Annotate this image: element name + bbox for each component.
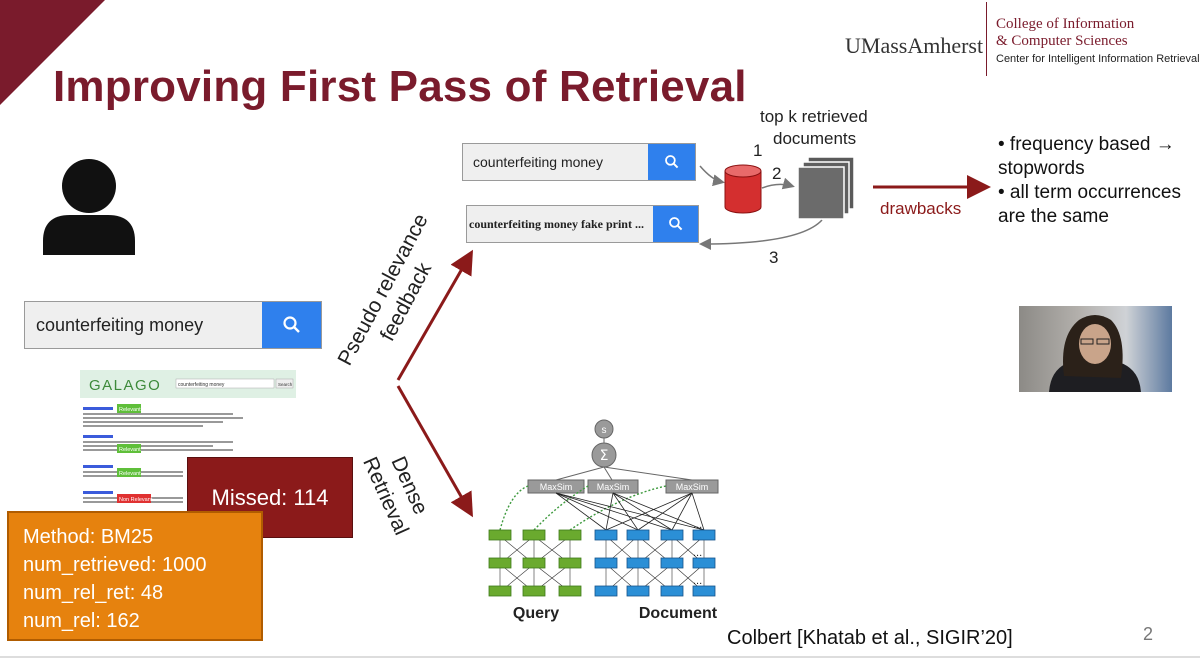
- bottom-divider: [0, 656, 1200, 658]
- college-name-line1: College of Information: [996, 16, 1135, 32]
- search-icon: [282, 316, 300, 333]
- search-icon: [664, 155, 678, 169]
- stat-num-rel-ret: num_rel_ret: 48: [23, 582, 164, 604]
- document-label: Document: [639, 605, 718, 622]
- presenter-video[interactable]: [1019, 306, 1172, 392]
- logo-divider: [986, 2, 987, 76]
- step-3-label: 3: [769, 248, 779, 267]
- main-search-input[interactable]: counterfeiting money: [36, 314, 204, 335]
- bullet-line-2: stopwords: [998, 158, 1085, 179]
- umass-logo-text: UMassAmherst: [845, 33, 984, 58]
- slide-title: Improving First Pass of Retrieval: [53, 62, 747, 111]
- doc-ellipsis-3: ...: [693, 575, 702, 587]
- tag-relevant-1: Relevant: [119, 407, 141, 413]
- doc-ellipsis-2: ...: [693, 547, 702, 559]
- colbert-diagram: s Σ MaxSim MaxSim MaxSim: [488, 419, 719, 622]
- step2-arrow: [761, 177, 795, 190]
- galago-logo: GALAGO: [89, 377, 161, 394]
- top-search-button[interactable]: [648, 144, 695, 180]
- top-k-label-line2: documents: [773, 129, 857, 148]
- presenter-figure: [1049, 315, 1141, 392]
- dense-branch-arrow: [396, 385, 473, 518]
- stat-num-rel: num_rel: 162: [23, 610, 140, 632]
- expanded-search-button[interactable]: [653, 206, 698, 242]
- bullet-line-1: • frequency based →: [998, 134, 1175, 155]
- user-icon: [43, 159, 135, 255]
- citation: Colbert [Khatab et al., SIGIR’20]: [727, 627, 1013, 649]
- top-search-bar[interactable]: counterfeiting money: [462, 143, 696, 181]
- step1-arrow: [699, 165, 725, 187]
- tag-relevant-3: Relevant: [119, 471, 141, 477]
- database-icon: [724, 164, 762, 214]
- step-1-label: 1: [753, 141, 763, 160]
- drawbacks-list: • frequency based → stopwords • all term…: [998, 133, 1181, 229]
- bullet-line-4: are the same: [998, 206, 1109, 227]
- page-number: 2: [1143, 624, 1154, 644]
- maxsim-box-2: MaxSim: [597, 482, 630, 492]
- prf-branch-arrow: [396, 249, 473, 381]
- galago-query: counterfeiting money: [178, 382, 225, 388]
- tag-non-relevant: Non Relevant: [119, 497, 153, 503]
- main-search-button[interactable]: [262, 302, 321, 348]
- query-label: Query: [513, 605, 559, 622]
- main-search-bar[interactable]: counterfeiting money: [24, 301, 322, 349]
- expanded-search-bar[interactable]: counterfeiting money fake print ...: [466, 205, 699, 243]
- bullet-line-3: • all term occurrences: [998, 182, 1181, 203]
- maxsim-box-1: MaxSim: [540, 482, 573, 492]
- document-stack-icon: [797, 156, 855, 220]
- drawbacks-label: drawbacks: [880, 199, 962, 218]
- center-name: Center for Intelligent Information Retri…: [996, 53, 1200, 65]
- maxsim-box-3: MaxSim: [676, 482, 709, 492]
- stat-num-retrieved: num_retrieved: 1000: [23, 554, 207, 576]
- stat-method: Method: BM25: [23, 526, 154, 548]
- corner-accent: [0, 0, 105, 105]
- tag-relevant-2: Relevant: [119, 447, 141, 453]
- search-icon: [668, 217, 682, 231]
- score-node: s: [602, 425, 607, 436]
- college-name-line2: & Computer Sciences: [996, 33, 1128, 49]
- top-search-input[interactable]: counterfeiting money: [473, 154, 603, 170]
- galago-search-button: Search: [278, 382, 293, 387]
- expanded-search-input[interactable]: counterfeiting money fake print ...: [469, 216, 644, 231]
- doc-ellipsis-1: ...: [693, 519, 702, 531]
- galago-results-graphic: GALAGO counterfeiting money Search Relev…: [80, 370, 296, 503]
- step3-arrow: [699, 219, 823, 250]
- top-k-label-line1: top k retrieved: [760, 107, 868, 126]
- step-2-label: 2: [772, 164, 782, 183]
- sum-node: Σ: [600, 448, 609, 464]
- retrieval-stats-box: Method: BM25 num_retrieved: 1000 num_rel…: [7, 511, 263, 641]
